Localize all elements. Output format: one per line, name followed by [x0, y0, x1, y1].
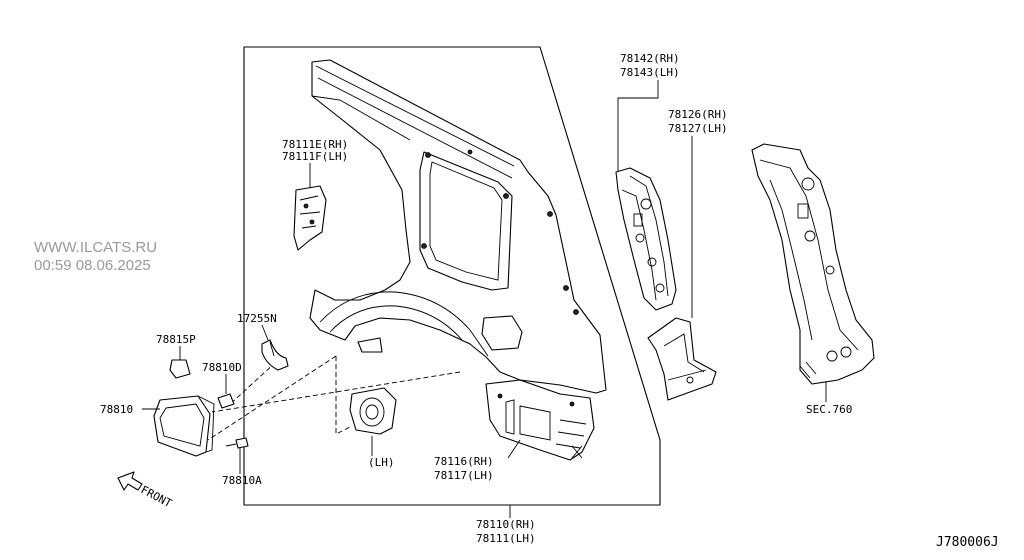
bracket-17255n[interactable]: [261, 339, 289, 371]
front-arrow-icon: [117, 471, 143, 491]
diagram-code: J780006J: [936, 535, 999, 550]
leader-78142: [617, 80, 659, 172]
label-78815p: 78815P: [156, 333, 196, 346]
rear-fender-panel[interactable]: [309, 59, 607, 394]
label-78142: 78142(RH): [620, 52, 680, 65]
label-78111: 78111(LH): [476, 532, 536, 545]
label-78810d: 78810D: [202, 361, 242, 374]
label-78117: 78117(LH): [434, 469, 494, 482]
fuel-lid-78810[interactable]: [153, 395, 215, 457]
label-front: FRONT: [139, 483, 175, 510]
stopper-78810d[interactable]: [217, 393, 235, 409]
label-78143: 78143(LH): [620, 66, 680, 79]
assembly-frame: [243, 46, 661, 506]
bumper-78815p[interactable]: [169, 359, 191, 379]
guide-line-lid: [207, 355, 337, 441]
label-78110: 78110(RH): [476, 518, 536, 531]
label-78111f: 78111F(LH): [282, 150, 348, 163]
leader-78116: [507, 439, 521, 459]
watermark-timestamp: 00:59 08.06.2025: [34, 257, 151, 274]
screw-78810a[interactable]: [225, 437, 249, 449]
guide-line-filler: [335, 356, 353, 435]
label-78810: 78810: [100, 403, 133, 416]
pillar-extension-78126[interactable]: [647, 317, 717, 401]
label-sec760: SEC.760: [806, 403, 852, 416]
pillar-reinforcement-78142[interactable]: [615, 167, 677, 311]
fuel-filler-box[interactable]: [349, 387, 397, 435]
label-78116: 78116(RH): [434, 455, 494, 468]
guide-line-lid-upper: [211, 371, 461, 413]
lower-extension-78116[interactable]: [485, 379, 595, 461]
label-78126: 78126(RH): [668, 108, 728, 121]
label-78127: 78127(LH): [668, 122, 728, 135]
label-78810a: 78810A: [222, 474, 262, 487]
label-17255n: 17255N: [237, 312, 277, 325]
label-78111e: 78111E(RH): [282, 138, 348, 151]
watermark-url: WWW.ILCATS.RU: [34, 239, 157, 256]
bracket-78111e[interactable]: [293, 185, 327, 251]
body-side-inner-sec760[interactable]: [751, 143, 875, 385]
label-lh: (LH): [368, 456, 395, 469]
guide-line-bracket: [227, 361, 277, 407]
leader-17255n: [261, 324, 269, 341]
